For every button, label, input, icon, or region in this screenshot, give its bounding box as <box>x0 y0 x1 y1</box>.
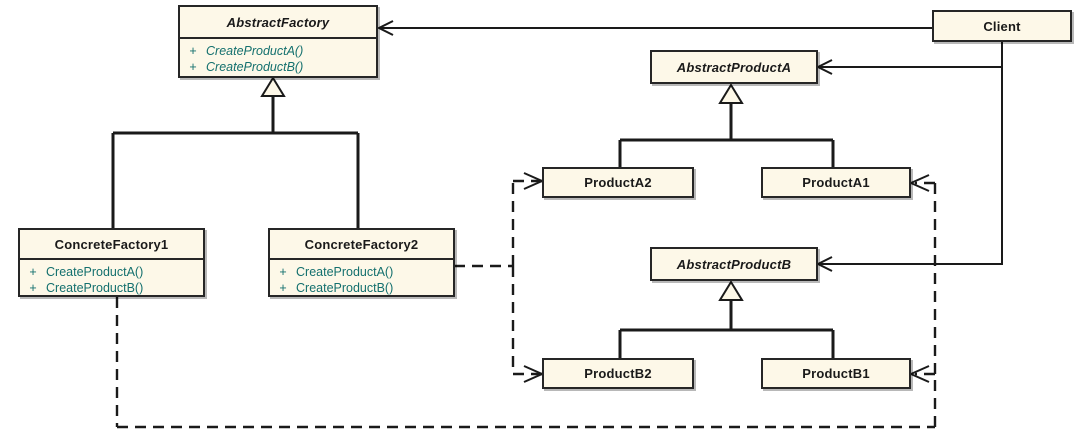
edge-concretefactory1-to-products[interactable] <box>115 174 937 429</box>
class-title-product-b1: ProductB1 <box>802 366 870 381</box>
member-visibility: + <box>29 265 37 279</box>
class-member: + CreateProductB() <box>20 280 203 296</box>
hollow-triangle-arrowhead <box>260 76 286 97</box>
class-title-abstract-factory: AbstractFactory <box>226 14 330 30</box>
class-compartment-divider <box>180 37 376 39</box>
edge-client-to-abstractproducta[interactable] <box>815 40 1003 75</box>
class-members-concrete-factory1: + CreateProductA() + CreateProductB() <box>20 260 203 300</box>
class-member: + CreateProductB() <box>270 280 453 296</box>
class-box-concrete-factory2[interactable]: ConcreteFactory2 + CreateProductA() + Cr… <box>268 228 455 297</box>
class-title-product-b2: ProductB2 <box>584 366 652 381</box>
class-title-concrete-factory2: ConcreteFactory2 <box>304 236 419 252</box>
class-box-client[interactable]: Client <box>932 10 1072 42</box>
member-visibility: + <box>189 60 197 74</box>
class-box-abstract-product-a[interactable]: AbstractProductA <box>650 50 818 84</box>
class-title-concrete-factory1: ConcreteFactory1 <box>54 236 169 252</box>
class-member: + CreateProductA() <box>20 264 203 280</box>
class-box-product-b1[interactable]: ProductB1 <box>761 358 911 389</box>
hollow-triangle-arrowhead <box>718 83 744 104</box>
class-member: + CreateProductB() <box>180 59 376 75</box>
member-signature: CreateProductA() <box>206 44 304 58</box>
class-box-product-b2[interactable]: ProductB2 <box>542 358 694 389</box>
class-box-concrete-factory1[interactable]: ConcreteFactory1 + CreateProductA() + Cr… <box>18 228 205 297</box>
class-title-abstract-product-b: AbstractProductB <box>676 256 792 272</box>
class-title-product-a1: ProductA1 <box>802 175 870 190</box>
class-box-product-a2[interactable]: ProductA2 <box>542 167 694 198</box>
class-box-abstract-product-b[interactable]: AbstractProductB <box>650 247 818 281</box>
class-compartment-divider <box>270 258 453 260</box>
member-signature: CreateProductB() <box>296 281 394 295</box>
class-title-abstract-product-a: AbstractProductA <box>676 59 792 75</box>
class-box-product-a1[interactable]: ProductA1 <box>761 167 911 198</box>
member-signature: CreateProductA() <box>46 265 144 279</box>
class-members-abstract-factory: + CreateProductA() + CreateProductB() <box>180 39 376 79</box>
edge-productb-subclasses-to-abstractproductb[interactable] <box>618 280 835 358</box>
member-visibility: + <box>29 281 37 295</box>
member-visibility: + <box>189 44 197 58</box>
class-member: + CreateProductA() <box>180 43 376 59</box>
hollow-triangle-arrowhead <box>718 280 744 301</box>
class-box-abstract-factory[interactable]: AbstractFactory + CreateProductA() + Cre… <box>178 5 378 78</box>
class-compartment-divider <box>20 258 203 260</box>
class-title-client: Client <box>983 18 1021 34</box>
edge-concretefactory2-to-products[interactable] <box>454 172 545 383</box>
edge-client-to-abstractfactory[interactable] <box>376 20 932 36</box>
member-visibility: + <box>279 281 287 295</box>
edge-concretefactories-to-abstractfactory[interactable] <box>111 76 360 228</box>
member-signature: CreateProductB() <box>206 60 304 74</box>
member-signature: CreateProductA() <box>296 265 394 279</box>
class-members-concrete-factory2: + CreateProductA() + CreateProductB() <box>270 260 453 300</box>
class-title-product-a2: ProductA2 <box>584 175 652 190</box>
member-signature: CreateProductB() <box>46 281 144 295</box>
edge-producta-subclasses-to-abstractproducta[interactable] <box>618 83 835 167</box>
member-visibility: + <box>279 265 287 279</box>
class-member: + CreateProductA() <box>270 264 453 280</box>
edge-client-to-abstractproductb[interactable] <box>815 40 1003 272</box>
